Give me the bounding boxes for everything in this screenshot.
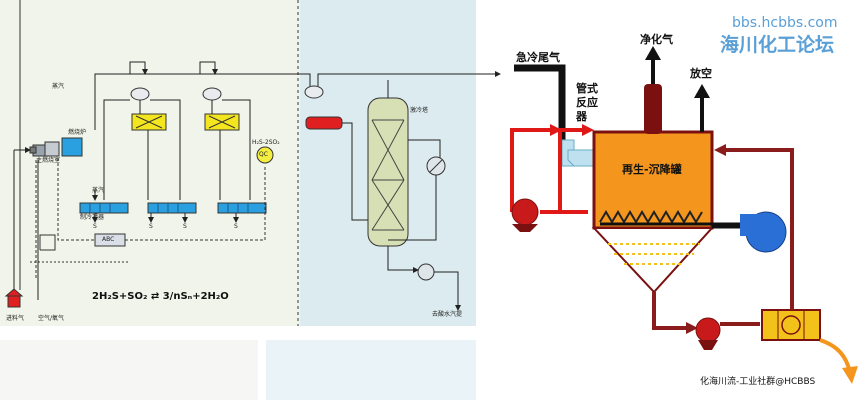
label-vent: 放空 <box>690 67 712 80</box>
slurry-pump <box>695 317 721 343</box>
purified-gas-stack <box>644 84 662 134</box>
label-abc: ABC <box>102 236 115 243</box>
label-sulfur-4: S <box>234 223 238 230</box>
label-steam-top: 蒸汽 <box>52 83 65 90</box>
label-main-burner: 主燃烧室 <box>36 157 61 164</box>
regeneration-section <box>510 46 858 384</box>
label-sulfur-3: S <box>183 223 187 230</box>
bottom-strip-left <box>0 340 258 400</box>
label-air-oxygen: 空气/氧气 <box>38 315 65 322</box>
settling-cone <box>591 227 715 294</box>
qc-controller <box>256 146 274 164</box>
label-quench-tower: 激冷塔 <box>410 107 429 114</box>
label-to-sour-water: 去酸水汽提 <box>432 311 463 318</box>
label-regeneration-vessel: 再生-沉降罐 <box>622 163 682 176</box>
sulfur-condenser-2 <box>147 202 197 214</box>
bottom-strip-mid <box>266 340 476 400</box>
claus-process <box>4 61 324 308</box>
label-sulfur-1: S <box>93 223 97 230</box>
sulfur-condenser-3 <box>217 202 267 214</box>
waste-heat-boiler <box>61 137 83 157</box>
heating-coil <box>599 210 703 224</box>
feed-gas-valve <box>7 295 21 308</box>
label-heater: 燃烧炉 <box>68 129 87 136</box>
label-quench-tail-gas: 急冷尾气 <box>516 51 560 64</box>
circulation-pump <box>511 198 539 226</box>
label-purified-gas: 净化气 <box>640 33 673 46</box>
watermark-name: 海川化工论坛 <box>720 34 835 56</box>
abc-analyzer-box <box>94 233 126 247</box>
sulfur-condenser-1 <box>79 202 129 214</box>
label-pipe-reactor: 管式 反应 器 <box>576 82 598 123</box>
label-steam-mid: 蒸汽 <box>92 187 105 194</box>
watermark-url: bbs.hcbbs.com <box>732 15 838 31</box>
label-sulfur-2: S <box>149 223 153 230</box>
heater-vessel-2 <box>202 87 222 101</box>
label-h2s-ratio: H₂S-2SO₂ <box>252 139 280 146</box>
filter-press <box>761 309 821 341</box>
footer-credit: 化海川流-工业社群@HCBBS <box>700 377 816 387</box>
heater-vessel-1 <box>130 87 150 101</box>
reaction-equation: 2H₂S+SO₂ ⇄ 3/nSₙ+2H₂O <box>92 291 229 302</box>
quench-pump <box>417 263 435 281</box>
label-cooler: 制冷凝器 <box>80 214 105 221</box>
label-qc: QC <box>259 151 268 158</box>
quench-tower-section <box>305 71 501 311</box>
tail-gas-heater <box>305 116 343 130</box>
heater-vessel-3 <box>304 85 324 99</box>
label-feed-gas: 进料气 <box>6 315 25 322</box>
